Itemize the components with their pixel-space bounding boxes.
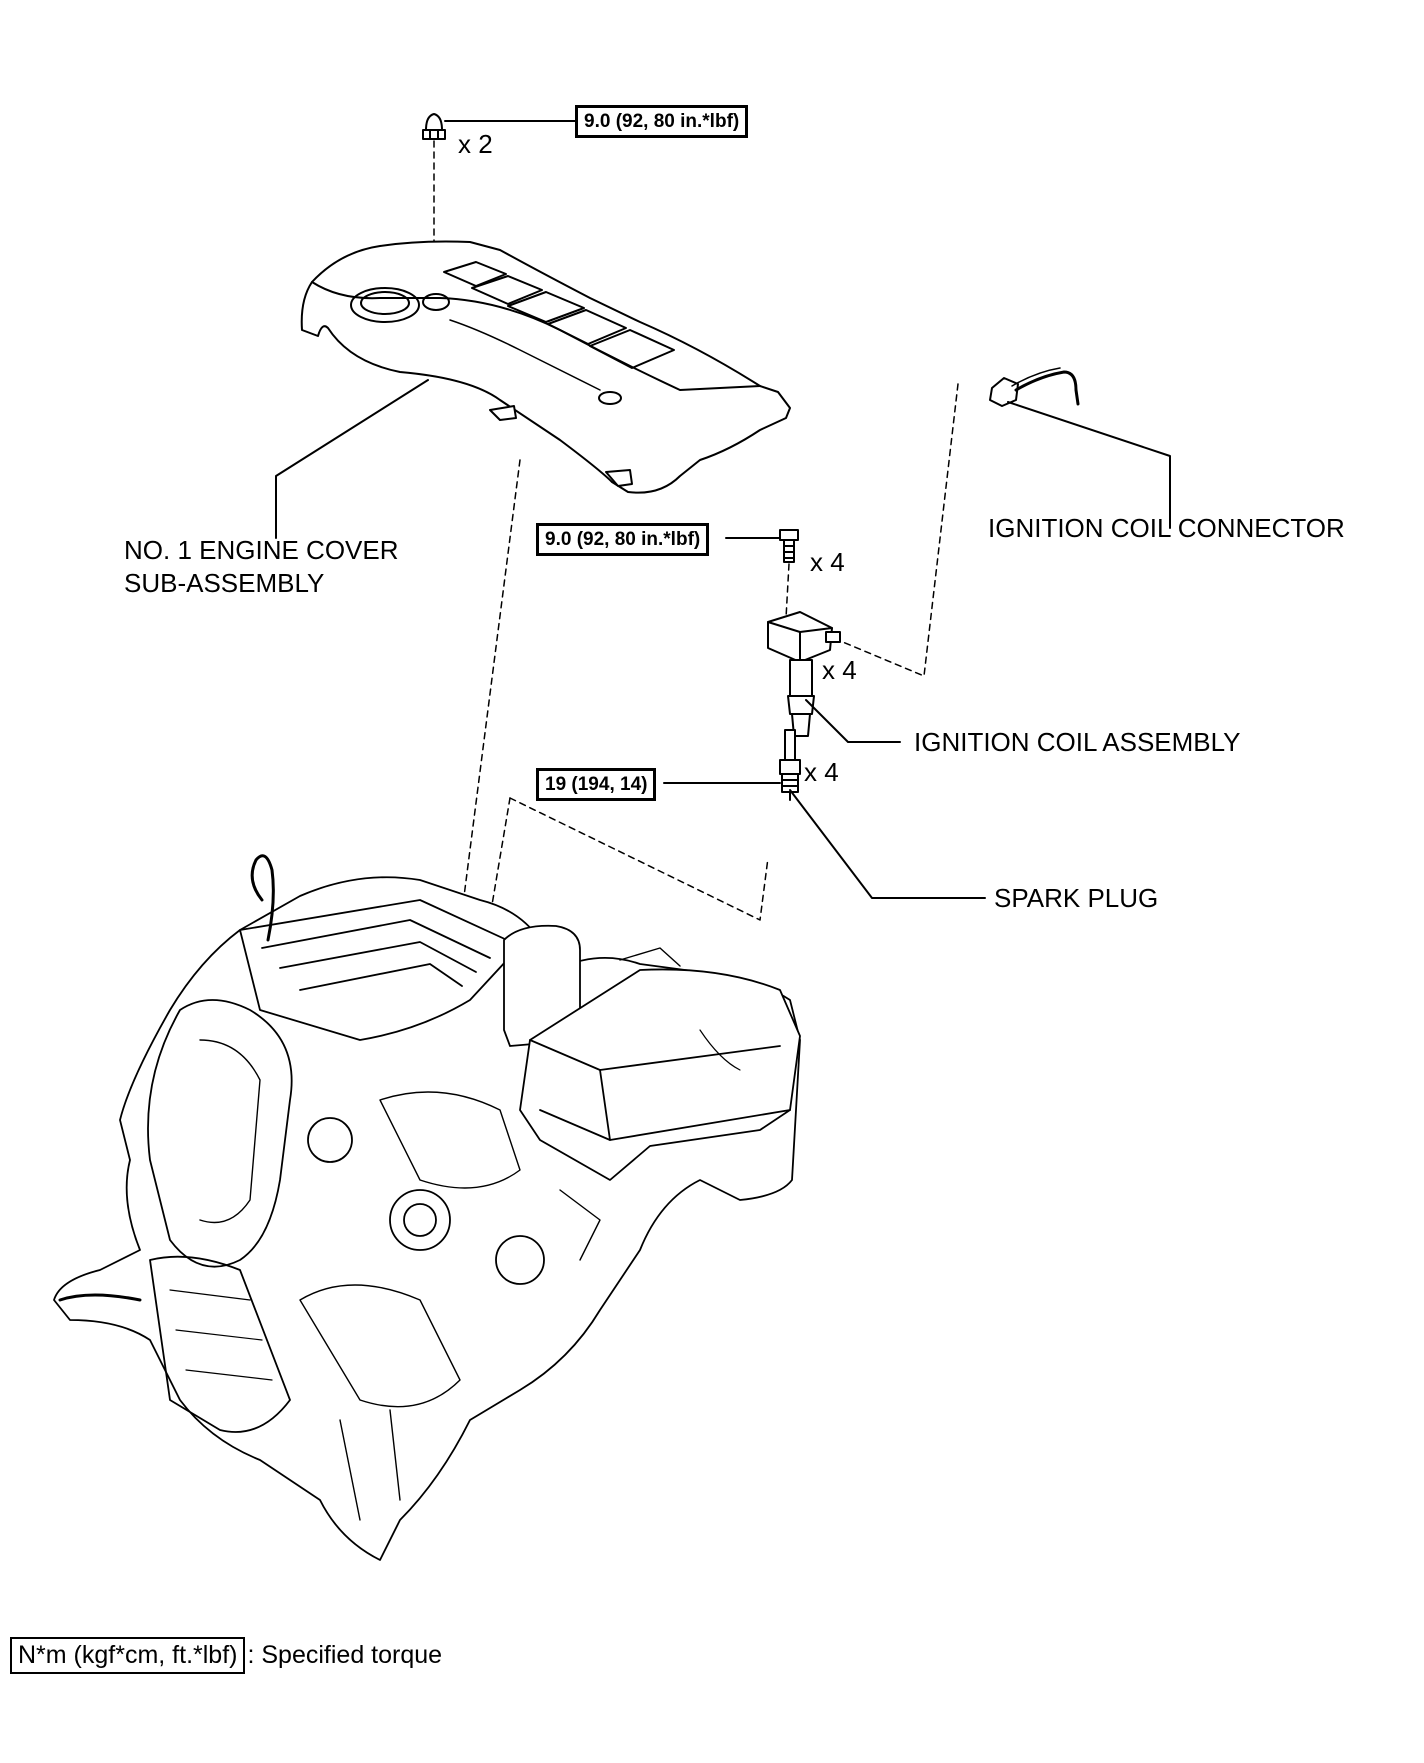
- cover-nut-quantity: x 2: [458, 129, 493, 159]
- legend-description: : Specified torque: [247, 1641, 443, 1669]
- coil-connector-leader: [1007, 401, 1171, 529]
- coil-bolt-icon: [779, 529, 799, 563]
- engine-cover-label-line-2: SUB-ASSEMBLY: [124, 568, 325, 598]
- coil-assembly-quantity: x 4: [822, 655, 857, 685]
- ignition-coil-leader: [805, 699, 901, 743]
- coil-bolt-quantity: x 4: [810, 547, 845, 577]
- engine-cover-label-line-1: NO. 1 ENGINE COVER: [124, 535, 399, 565]
- cover-nut-torque-box: 9.0 (92, 80 in.*lbf): [575, 105, 749, 138]
- spark-plug-torque-box: 19 (194, 14): [536, 768, 657, 801]
- spark-plug-label-leader: [789, 789, 986, 899]
- spark-plug-dashed-guide: [509, 797, 769, 921]
- engine-drawing: [53, 854, 801, 1561]
- cover-nut-icon: [422, 113, 446, 140]
- spark-plug-label: SPARK PLUG: [994, 883, 1159, 913]
- coil-connector-dashed-guide: [837, 383, 959, 677]
- ignition-coil-drawing: [767, 611, 841, 737]
- spark-plug-drawing: [779, 729, 801, 801]
- spark-plug-quantity: x 4: [804, 757, 839, 787]
- legend-unit-box: N*m (kgf*cm, ft.*lbf): [10, 1637, 246, 1674]
- coil-connector-label: IGNITION COIL CONNECTOR: [988, 513, 1345, 543]
- torque-legend: N*m (kgf*cm, ft.*lbf) : Specified torque: [10, 1637, 442, 1674]
- coil-bolt-dashed-guide: [785, 563, 790, 619]
- engine-cover-drawing: [300, 240, 791, 494]
- coil-connector-drawing: [989, 367, 1080, 407]
- coil-bolt-torque-box: 9.0 (92, 80 in.*lbf): [536, 523, 710, 556]
- coil-assembly-label: IGNITION COIL ASSEMBLY: [914, 727, 1241, 757]
- engine-cover-label: NO. 1 ENGINE COVER SUB-ASSEMBLY: [124, 534, 399, 600]
- engine-cover-leader: [275, 379, 429, 539]
